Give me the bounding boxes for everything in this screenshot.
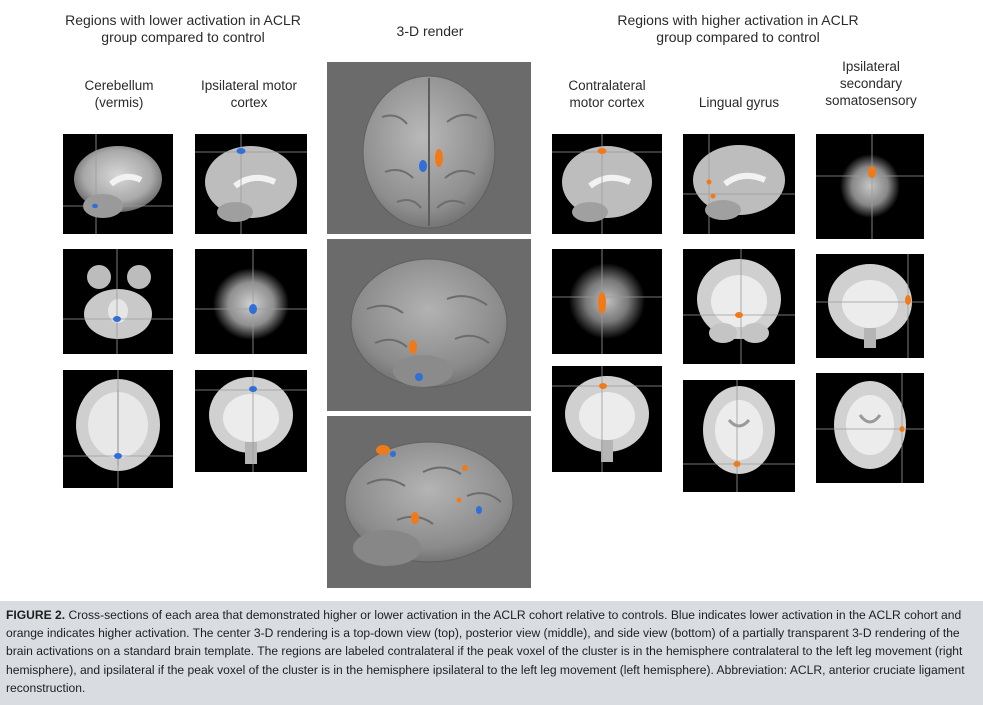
lower-activation-blob [92,203,98,209]
higher-activation-blob [710,193,716,199]
lower-activation-blob [249,304,257,314]
render-header: 3-D render [396,23,464,39]
ipsilateral-somatosensory-axial-slice [816,373,924,483]
contralateral-motor-axial-slice [552,249,662,354]
render-top-down-view [327,62,531,234]
higher-activation-blob [411,512,419,524]
higher-activation-blob [598,292,606,314]
lower-activation-blob [419,160,427,172]
higher-activation-blob [597,148,607,154]
lower-activation-blob [415,373,423,381]
higher-activation-blob [868,166,876,178]
lingual-gyrus-coronal-slice [683,249,795,364]
lower-activation-blob [113,316,121,322]
cerebellum-axial-slice [63,249,173,354]
higher-activation-blob [376,445,390,455]
higher-activation-blob [899,426,905,432]
higher-activation-blob [733,461,741,467]
lingual-gyrus-label: Lingual gyrus [698,95,780,110]
ipsilateral-somatosensory-coronal-slice [816,254,924,358]
lower-activation-blob [476,506,482,514]
higher-activation-blob [456,497,462,503]
lower-activation-header: Regions with lower activation in ACLR gr… [65,12,301,45]
lingual-gyrus-sagittal-slice [683,134,795,234]
lingual-gyrus-axial-slice [683,380,795,492]
figure-caption: FIGURE 2. Cross-sections of each area th… [0,601,983,705]
ipsilateral-motor-cortex-label: Ipsilateral motor cortex [200,78,298,110]
contralateral-motor-sagittal-slice [552,134,662,234]
lower-activation-blob [390,451,396,457]
ipsilateral-somatosensory-sagittal-slice [816,134,924,239]
higher-activation-blob [905,295,911,305]
lower-activation-blob [249,386,257,392]
contralateral-motor-cortex-label: Contralateral motor cortex [568,78,646,110]
higher-activation-blob [735,312,743,318]
lower-activation-blob [236,148,246,154]
render-side-view [327,416,531,588]
higher-activation-blob [462,465,468,471]
higher-activation-blob [599,383,607,389]
render-posterior-view [327,239,531,411]
figure-caption-text: Cross-sections of each area that demonst… [6,608,965,695]
ipsilateral-motor-sagittal-slice [195,134,307,234]
contralateral-motor-coronal-slice [552,366,662,472]
ipsilateral-secondary-somatosensory-label: Ipsilateral secondary somatosensory [825,59,917,108]
cerebellum-coronal-slice [63,370,173,488]
ipsilateral-motor-axial-slice [195,249,307,354]
higher-activation-header: Regions with higher activation in ACLR g… [617,12,859,45]
cerebellum-sagittal-slice [63,134,173,234]
ipsilateral-motor-coronal-slice [195,370,307,472]
higher-activation-blob [409,340,417,354]
lower-activation-blob [114,453,122,459]
cerebellum-label: Cerebellum (vermis) [84,78,154,110]
figure-label: FIGURE 2. [6,608,66,622]
higher-activation-blob [706,179,712,185]
higher-activation-blob [435,149,443,167]
